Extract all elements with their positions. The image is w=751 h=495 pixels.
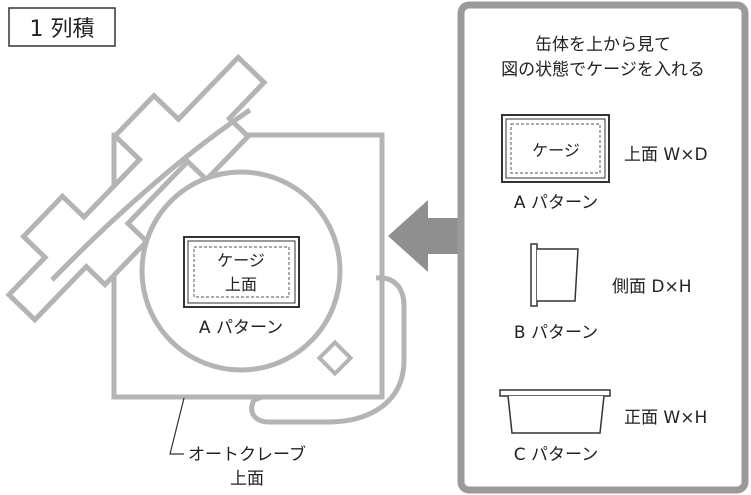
- cage-face-label: 上面: [225, 275, 257, 294]
- legend-heading: 缶体を上から見て: [535, 35, 671, 55]
- pattern-a-label: A パターン: [514, 193, 598, 213]
- lid-hinge-arc: [50, 107, 252, 282]
- valve-diamond: [316, 339, 354, 377]
- legend-heading-2: 図の状態でケージを入れる: [501, 60, 705, 80]
- pattern-a-icon: ケージ: [501, 114, 610, 183]
- pattern-a-view: 上面 W×D: [624, 145, 708, 165]
- pattern-b-icon: [530, 243, 579, 307]
- cage-in-drum: ケージ 上面: [183, 236, 300, 308]
- title-box: 1 列積: [8, 7, 116, 47]
- pattern-c-view: 正面 W×H: [624, 408, 707, 428]
- autoclave-caption: オートクレーブ: [188, 444, 306, 465]
- left-arrow-icon: [388, 200, 462, 272]
- drum-pattern-label: A パターン: [199, 318, 283, 338]
- pattern-a-cage-label: ケージ: [532, 141, 580, 160]
- pattern-c-icon: [499, 389, 611, 434]
- pattern-b-label: B パターン: [514, 323, 598, 343]
- pattern-b-view: 側面 D×H: [612, 277, 692, 297]
- title-label: 1 列積: [30, 17, 95, 42]
- autoclave-side-arm: [249, 275, 407, 425]
- autoclave-caption-face: 上面: [230, 469, 264, 489]
- autoclave-lid: [5, 53, 268, 324]
- pattern-c-label: C パターン: [514, 445, 598, 465]
- caption-leader: [169, 397, 185, 455]
- cage-label: ケージ: [217, 251, 265, 270]
